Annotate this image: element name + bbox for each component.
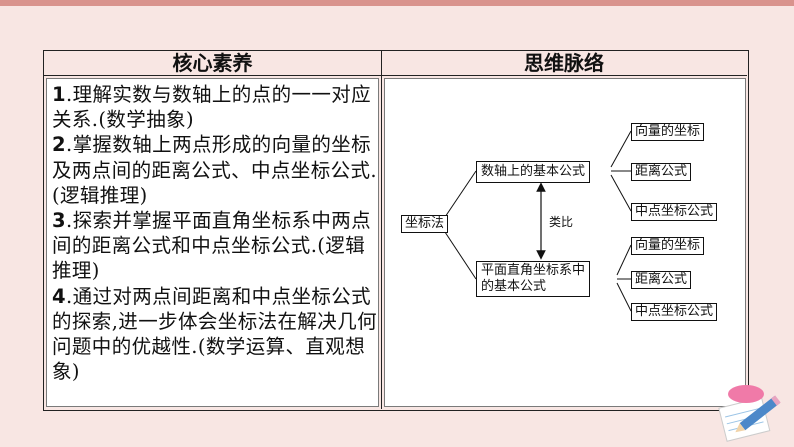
core-literacy-panel: 1.理解实数与数轴上的点的一一对应关系.(数学抽象) 2.掌握数轴上两点形成的向… — [46, 78, 379, 407]
right-column-header: 思维脉络 — [381, 51, 747, 76]
left-column-header: 核心素养 — [44, 51, 381, 76]
point-item: 2.掌握数轴上两点形成的向量的坐标及两点间的距离公式、中点坐标公式.(逻辑推理) — [52, 132, 378, 208]
point-number: 3 — [52, 209, 66, 233]
leaf-distance-formula: 距离公式 — [631, 271, 692, 289]
point-number: 1 — [52, 83, 66, 106]
root-node: 坐标法 — [401, 215, 449, 233]
branch-node-plane: 平面直角坐标系中 的基本公式 — [476, 261, 591, 297]
content-table: 核心素养 思维脉络 1.理解实数与数轴上的点的一一对应关系.(数学抽象) 2.掌… — [43, 50, 749, 411]
branch-node-plane-line1: 平面直角坐标系中 — [481, 263, 586, 278]
point-item: 1.理解实数与数轴上的点的一一对应关系.(数学抽象) — [52, 82, 378, 132]
connector-root-top — [440, 170, 477, 224]
connector-bottom-leaf-3 — [616, 282, 632, 312]
point-text: .理解实数与数轴上的点的一一对应关系.(数学抽象) — [52, 83, 372, 132]
point-item: 3.探索并掌握平面直角坐标系中两点间的距离公式和中点坐标公式.(逻辑推理) — [52, 208, 378, 284]
point-text: .掌握数轴上两点形成的向量的坐标及两点间的距离公式、中点坐标公式.(逻辑推理) — [52, 133, 377, 207]
branch-node-plane-line2: 的基本公式 — [481, 279, 547, 294]
point-number: 2 — [52, 133, 66, 157]
mind-map-panel: 坐标法 数轴上的基本公式 类比 平面直角坐标系中 的基本公式 向量的坐标 距离公… — [384, 78, 746, 407]
leaf-vector-coordinates: 向量的坐标 — [631, 123, 705, 141]
branch-node-number-line: 数轴上的基本公式 — [476, 161, 591, 183]
connector-top-leaf-1 — [610, 130, 632, 168]
leaf-vector-coordinates: 向量的坐标 — [631, 237, 705, 255]
pencil-notepad-icon — [718, 385, 781, 442]
leaf-midpoint-formula: 中点坐标公式 — [631, 303, 718, 321]
point-text: .探索并掌握平面直角坐标系中两点间的距离公式和中点坐标公式.(逻辑推理) — [52, 209, 372, 283]
analogy-label: 类比 — [549, 215, 574, 229]
point-text: .通过对两点间距离和中点坐标公式的探索,进一步体会坐标法在解决几何问题中的优越性… — [52, 284, 377, 384]
leaf-distance-formula: 距离公式 — [631, 163, 692, 181]
core-literacy-list: 1.理解实数与数轴上的点的一一对应关系.(数学抽象) 2.掌握数轴上两点形成的向… — [52, 82, 378, 384]
connector-bottom-leaf-1 — [616, 244, 632, 276]
leaf-midpoint-formula: 中点坐标公式 — [631, 203, 718, 221]
point-number: 4 — [52, 284, 66, 308]
mind-map-connectors — [440, 130, 632, 312]
column-divider — [381, 51, 382, 409]
connector-root-bottom — [440, 225, 477, 280]
point-item: 4.通过对两点间距离和中点坐标公式的探索,进一步体会坐标法在解决几何问题中的优越… — [52, 284, 378, 385]
connector-top-leaf-3 — [610, 174, 632, 212]
top-accent-bar — [0, 0, 794, 6]
